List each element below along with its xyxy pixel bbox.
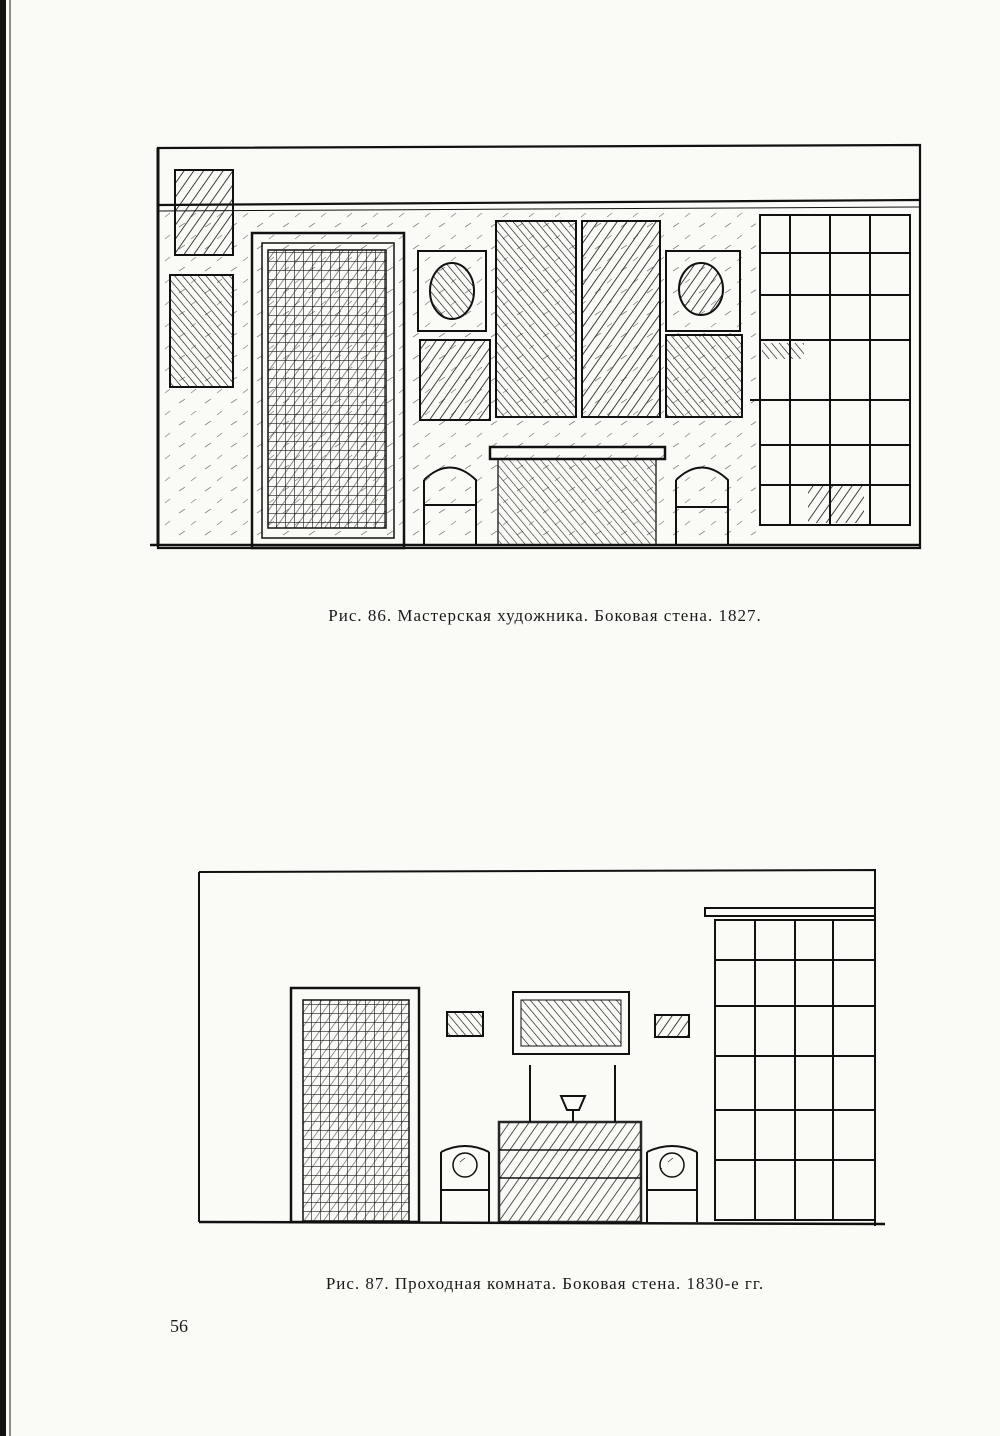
figure-87-illustration [185, 860, 885, 1235]
page-binding-shadow [9, 0, 11, 1436]
page-binding-edge [0, 0, 6, 1436]
studio-wall-drawing [150, 143, 922, 550]
figure-86-illustration [150, 135, 930, 555]
page-number: 56 [170, 1316, 188, 1336]
figure-86-caption: Рис. 86. Мастерская художника. Боковая с… [328, 606, 762, 625]
pass-through-room-drawing [198, 868, 885, 1226]
figure-87-caption: Рис. 87. Проходная комната. Боковая стен… [325, 1274, 765, 1293]
